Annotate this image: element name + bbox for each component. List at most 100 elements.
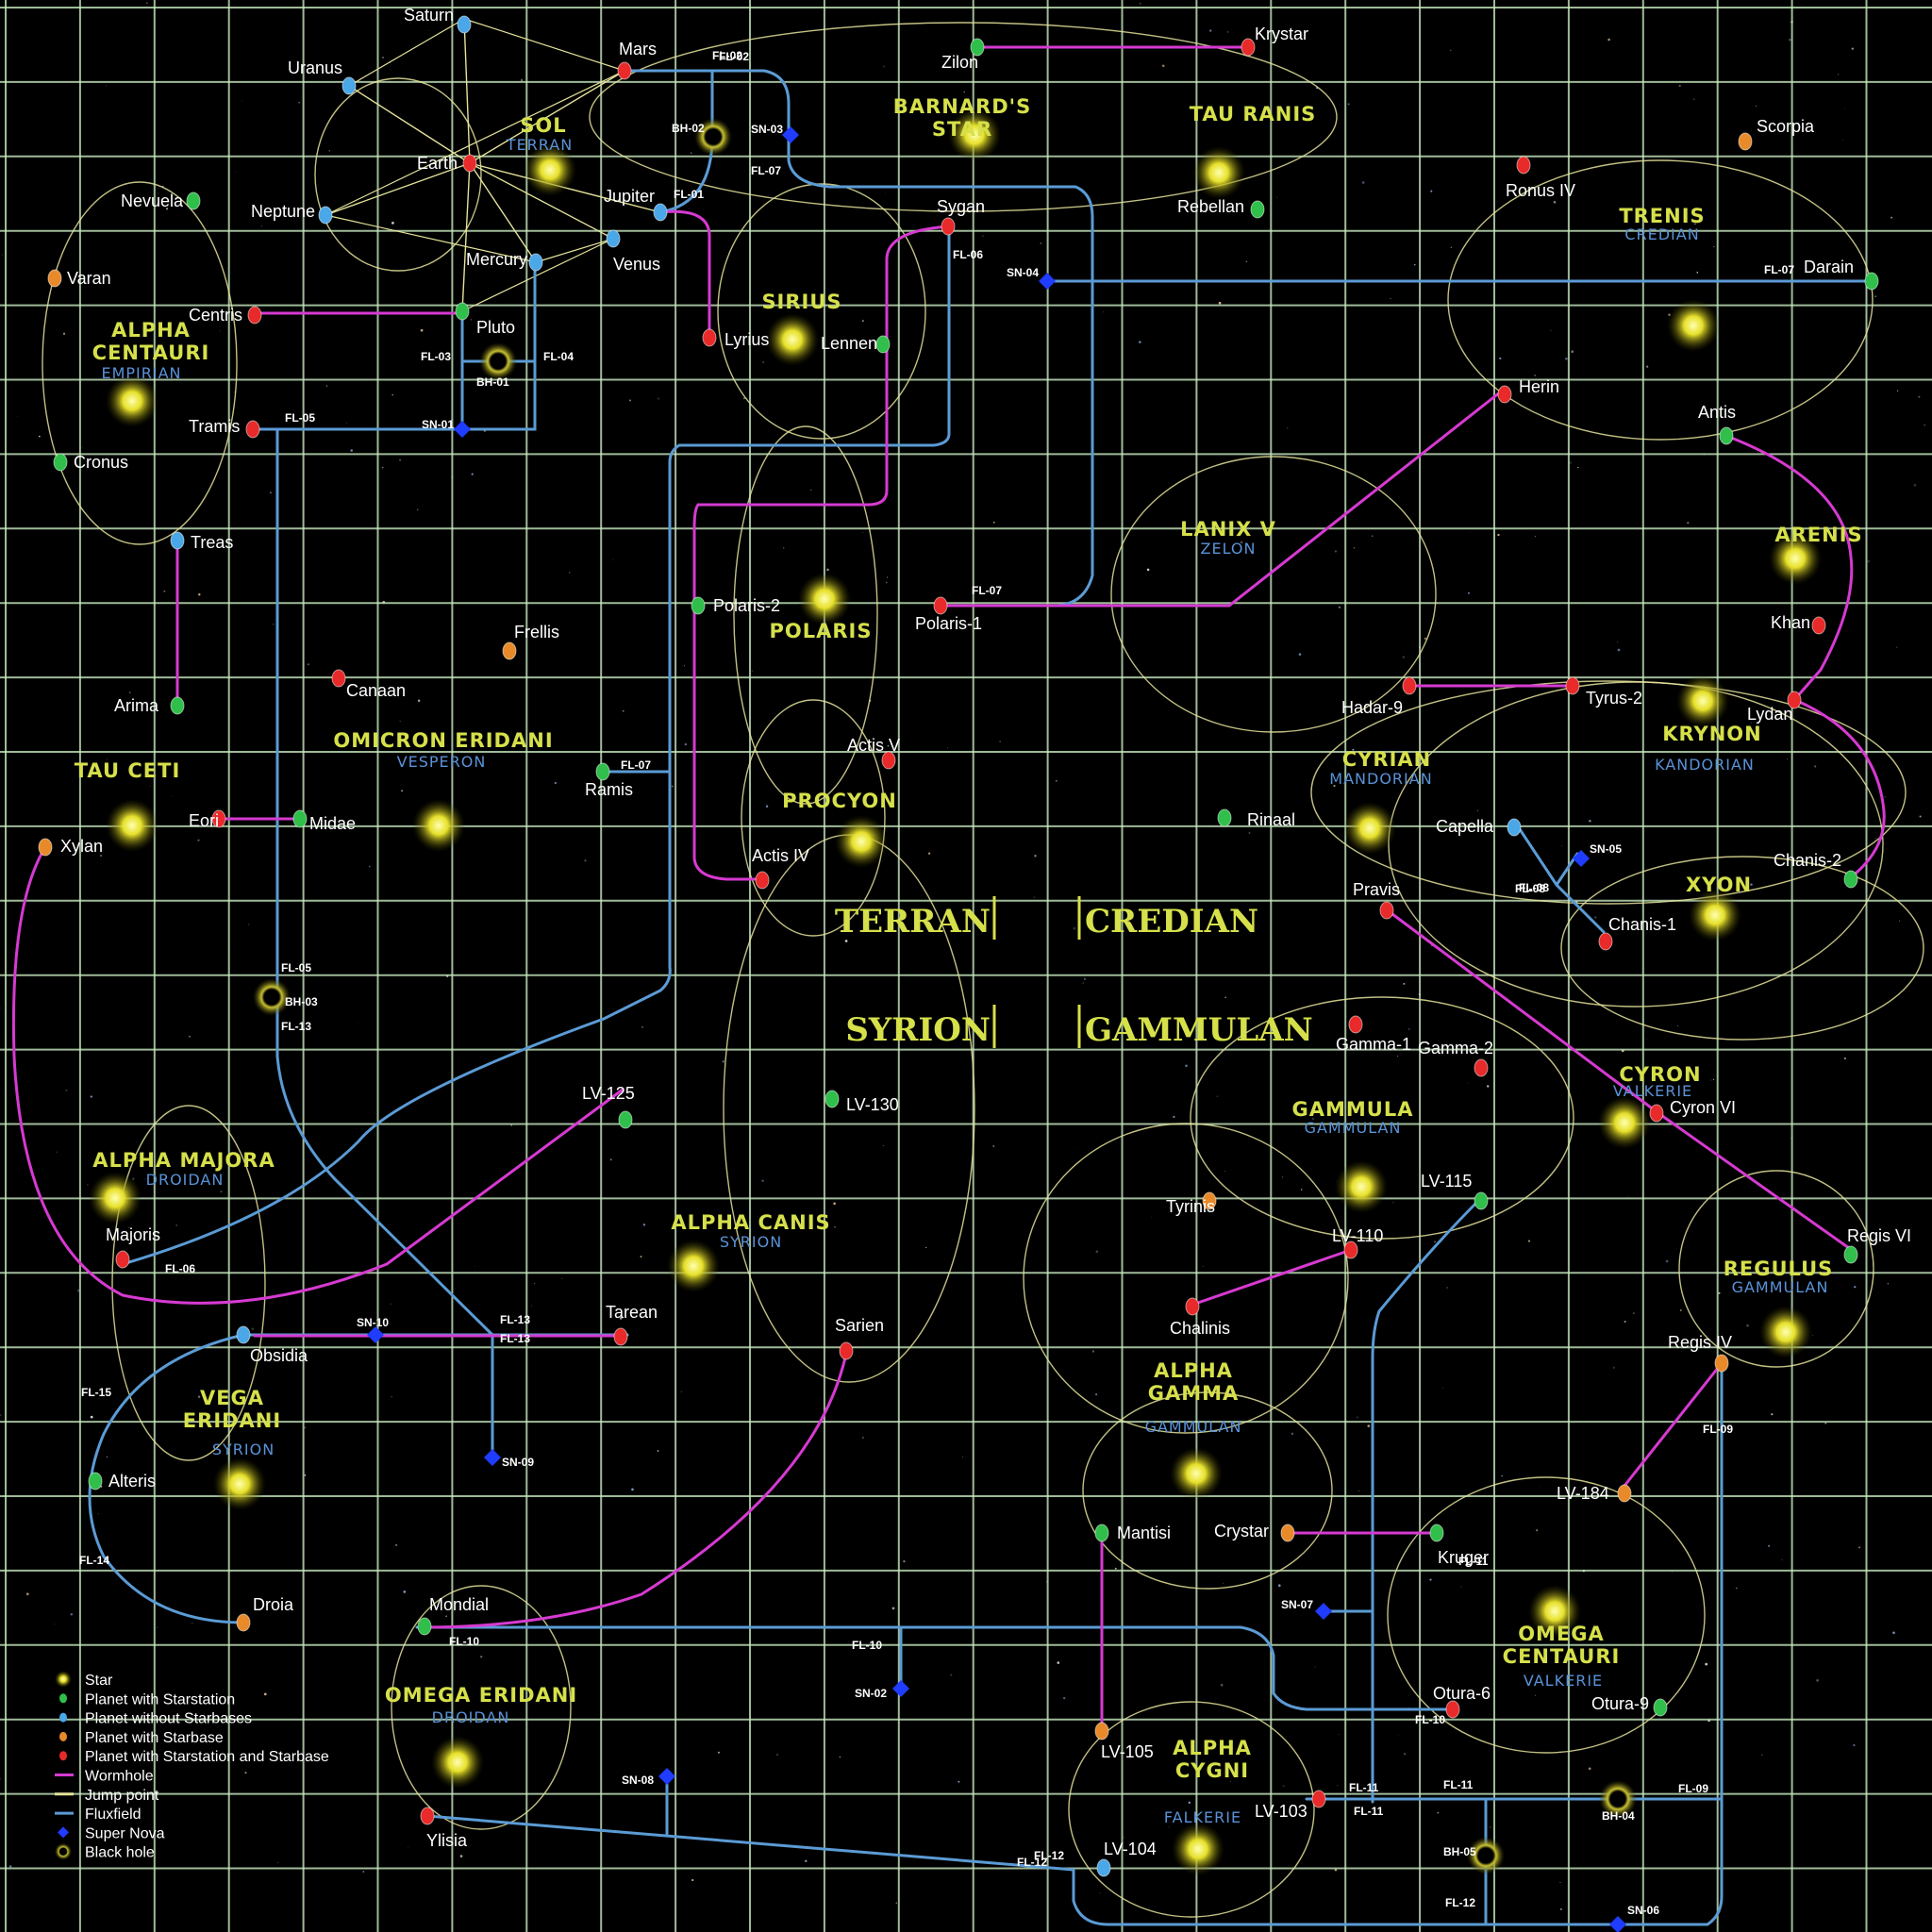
planet-zilon[interactable]: Zilon — [941, 38, 985, 72]
planet-tramis[interactable]: Tramis — [189, 417, 260, 439]
marker-bh-04[interactable]: BH-04 — [1599, 1780, 1637, 1823]
planet-sarien[interactable]: Sarien — [835, 1316, 884, 1360]
marker-sn-03[interactable]: SN-03 — [751, 123, 799, 143]
system-procyon[interactable]: PROCYON — [782, 790, 897, 812]
planet-cronus[interactable]: Cronus — [53, 453, 128, 472]
marker-sn-10[interactable]: SN-10 — [357, 1316, 389, 1343]
marker-bh-05[interactable]: BH-05 — [1443, 1837, 1505, 1874]
planet-lv-103[interactable]: LV-103 — [1255, 1790, 1326, 1821]
planet-mars[interactable]: Mars — [617, 40, 657, 80]
marker-sn-07[interactable]: SN-07 — [1281, 1598, 1332, 1620]
system-sirius[interactable]: SIRIUS — [761, 291, 841, 313]
planet-ylisia[interactable]: Ylisia — [420, 1807, 468, 1850]
planet-actis-iv[interactable]: Actis IV — [752, 846, 809, 890]
planet-lv-184[interactable]: LV-184 — [1557, 1484, 1632, 1503]
planet-tyrinis[interactable]: Tyrinis — [1166, 1191, 1217, 1216]
planet-lv-104[interactable]: LV-104 — [1096, 1840, 1157, 1877]
planet-cyron-vi[interactable]: Cyron VI — [1649, 1098, 1736, 1123]
planet-otura-9[interactable]: Otura-9 — [1591, 1694, 1668, 1717]
planet-mercury[interactable]: Mercury — [466, 250, 543, 272]
marker-sn-06[interactable]: SN-06 — [1609, 1904, 1659, 1932]
planet-neptune[interactable]: Neptune — [251, 202, 333, 225]
planet-darain[interactable]: Darain — [1804, 258, 1879, 291]
planet-polaris-2[interactable]: Polaris-2 — [691, 596, 780, 615]
planet-canaan[interactable]: Canaan — [331, 669, 406, 700]
marker-sn-08[interactable]: SN-08 — [622, 1768, 675, 1787]
planet-lyrius[interactable]: Lyrius — [702, 328, 769, 349]
planet-chalinis[interactable]: Chalinis — [1170, 1297, 1230, 1338]
planet-midae[interactable]: Midae — [292, 809, 356, 833]
marker-bh-03[interactable]: BH-03 — [253, 978, 318, 1016]
planet-gamma-2[interactable]: Gamma-2 — [1418, 1039, 1493, 1077]
planet-mantisi[interactable]: Mantisi — [1094, 1524, 1171, 1542]
marker-sn-04[interactable]: SN-04 — [1007, 266, 1056, 290]
planet-capella[interactable]: Capella — [1436, 817, 1522, 837]
planet-earth[interactable]: Earth — [417, 154, 477, 173]
planet-lv-130[interactable]: LV-130 — [824, 1090, 899, 1114]
planet-lydan[interactable]: Lydan — [1747, 691, 1802, 724]
planet-crystar[interactable]: Crystar — [1214, 1522, 1295, 1542]
planet-frellis[interactable]: Frellis — [502, 623, 559, 660]
planet-jupiter[interactable]: Jupiter — [604, 187, 668, 222]
planet-regis-vi[interactable]: Regis VI — [1843, 1226, 1911, 1264]
planet-lv-115[interactable]: LV-115 — [1421, 1172, 1489, 1210]
marker-bh-01[interactable]: BH-01 — [476, 342, 517, 389]
planet-tyrus-2[interactable]: Tyrus-2 — [1565, 676, 1642, 708]
planet-eori[interactable]: Eori — [189, 809, 226, 830]
planet-ronus-iv[interactable]: Ronus IV — [1506, 156, 1575, 200]
planet-lv-125[interactable]: LV-125 — [582, 1084, 635, 1129]
planet-rebellan[interactable]: Rebellan — [1177, 197, 1265, 219]
planet-chanis-2[interactable]: Chanis-2 — [1774, 851, 1858, 889]
planet-chanis-1[interactable]: Chanis-1 — [1598, 915, 1676, 951]
planet-droia[interactable]: Droia — [236, 1595, 294, 1632]
planet-uranus[interactable]: Uranus — [288, 58, 357, 95]
planet-khan[interactable]: Khan — [1771, 613, 1826, 635]
planet-antis[interactable]: Antis — [1698, 403, 1736, 445]
planet-lv-105[interactable]: LV-105 — [1094, 1722, 1154, 1761]
system-tau-ranis[interactable]: TAU RANIS — [1190, 103, 1317, 125]
planet-lennen[interactable]: Lennen — [821, 334, 891, 354]
planet-ramis[interactable]: Ramis — [585, 762, 633, 799]
planet-alteris[interactable]: Alteris — [88, 1472, 156, 1491]
planet-xylan[interactable]: Xylan — [38, 837, 103, 857]
planet-lv-110[interactable]: LV-110 — [1332, 1226, 1383, 1259]
planet-centris[interactable]: Centris — [189, 306, 262, 325]
planet-tarean[interactable]: Tarean — [606, 1303, 658, 1346]
planet-regis-iv[interactable]: Regis IV — [1668, 1333, 1732, 1373]
planet-venus[interactable]: Venus — [606, 229, 660, 274]
planet-scorpia[interactable]: Scorpia — [1738, 117, 1815, 151]
planet-nevuela[interactable]: Nevuela — [121, 192, 201, 210]
marker-bh-02[interactable]: BH-02 — [672, 118, 732, 156]
planet-varan[interactable]: Varan — [47, 269, 111, 288]
planet-majoris[interactable]: Majoris — [106, 1225, 160, 1269]
planet-gamma-1[interactable]: Gamma-1 — [1336, 1015, 1411, 1054]
planet-obsidia[interactable]: Obsidia — [236, 1325, 308, 1365]
planet-rinaal[interactable]: Rinaal — [1217, 808, 1295, 829]
planet-saturn[interactable]: Saturn — [404, 6, 472, 34]
planet-hadar-9[interactable]: Hadar-9 — [1341, 676, 1417, 717]
system-polaris[interactable]: POLARIS — [770, 620, 873, 642]
marker-sn-09[interactable]: SN-09 — [484, 1449, 534, 1469]
system-xyon[interactable]: XYON — [1686, 874, 1752, 896]
planet-arima[interactable]: Arima — [114, 696, 185, 715]
marker-sn-01[interactable]: SN-01 — [422, 418, 471, 438]
planet-mondial[interactable]: Mondial — [417, 1595, 489, 1636]
system-tau-ceti[interactable]: TAU CETI — [75, 759, 181, 782]
planet-herin[interactable]: Herin — [1497, 377, 1559, 404]
planet-kruger[interactable]: Kruger — [1429, 1524, 1489, 1567]
